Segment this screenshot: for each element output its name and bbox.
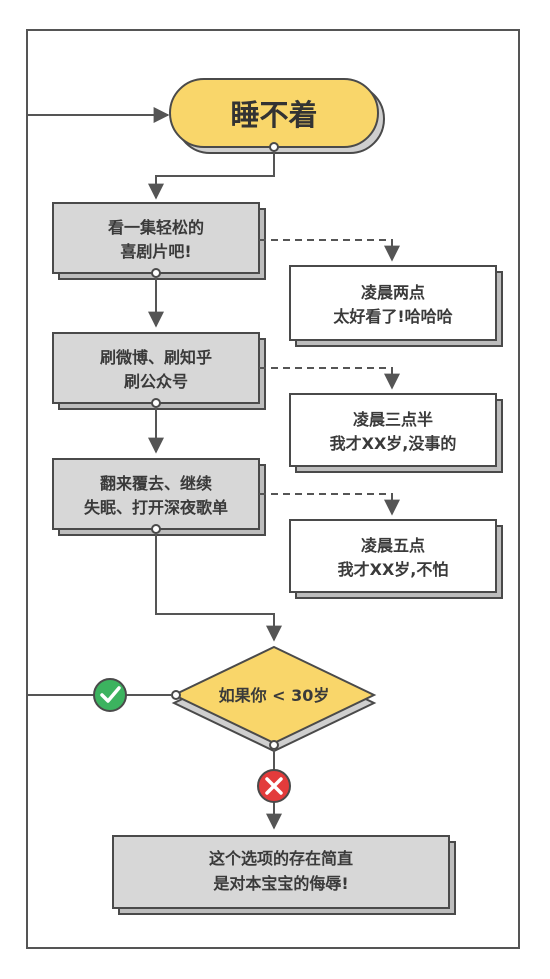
start-label: 睡不着 [230, 98, 317, 132]
outcome-1: 凌晨两点 太好看了!哈哈哈 [289, 265, 503, 347]
outcome-3: 凌晨五点 我才XX岁,不怕 [289, 519, 503, 599]
end-node: 这个选项的存在简直 是对本宝宝的侮辱! [112, 835, 456, 915]
dashed-step3-outcome3 [259, 493, 400, 516]
step-2-line-1: 刷微博、刷知乎 [100, 348, 212, 367]
outcome-2: 凌晨三点半 我才XX岁,没事的 [289, 393, 503, 473]
dashed-step1-outcome1 [259, 239, 400, 262]
outcome-3-line-2: 我才XX岁,不怕 [338, 560, 449, 579]
connector-start-step1 [148, 151, 275, 200]
end-line-1: 这个选项的存在简直 [209, 849, 353, 868]
outcome-2-line-1: 凌晨三点半 [353, 410, 433, 429]
connector-step3-decision [155, 533, 282, 642]
decision-node: 如果你 < 30岁 [171, 645, 377, 753]
step-1: 看一集轻松的 喜剧片吧! [52, 202, 266, 280]
cross-icon [257, 769, 291, 803]
step-1-line-1: 看一集轻松的 [107, 218, 204, 237]
check-icon [93, 678, 127, 712]
outer-frame [26, 29, 520, 949]
step-3: 翻来覆去、继续 失眠、打开深夜歌单 [52, 458, 266, 536]
step-3-line-1: 翻来覆去、继续 [100, 474, 212, 493]
outcome-1-line-2: 太好看了!哈哈哈 [332, 307, 452, 326]
step-1-line-2: 喜剧片吧! [120, 242, 191, 261]
step-2-line-2: 刷公众号 [124, 372, 188, 391]
outcome-3-line-1: 凌晨五点 [361, 536, 425, 555]
step-2: 刷微博、刷知乎 刷公众号 [52, 332, 266, 410]
step-3-line-2: 失眠、打开深夜歌单 [84, 498, 228, 517]
dashed-step2-outcome2 [259, 367, 400, 390]
end-line-2: 是对本宝宝的侮辱! [212, 874, 348, 893]
outcome-1-line-1: 凌晨两点 [361, 283, 425, 302]
outcome-2-line-2: 我才XX岁,没事的 [330, 434, 457, 453]
decision-label: 如果你 < 30岁 [219, 686, 330, 705]
start-node: 睡不着 [169, 78, 385, 154]
